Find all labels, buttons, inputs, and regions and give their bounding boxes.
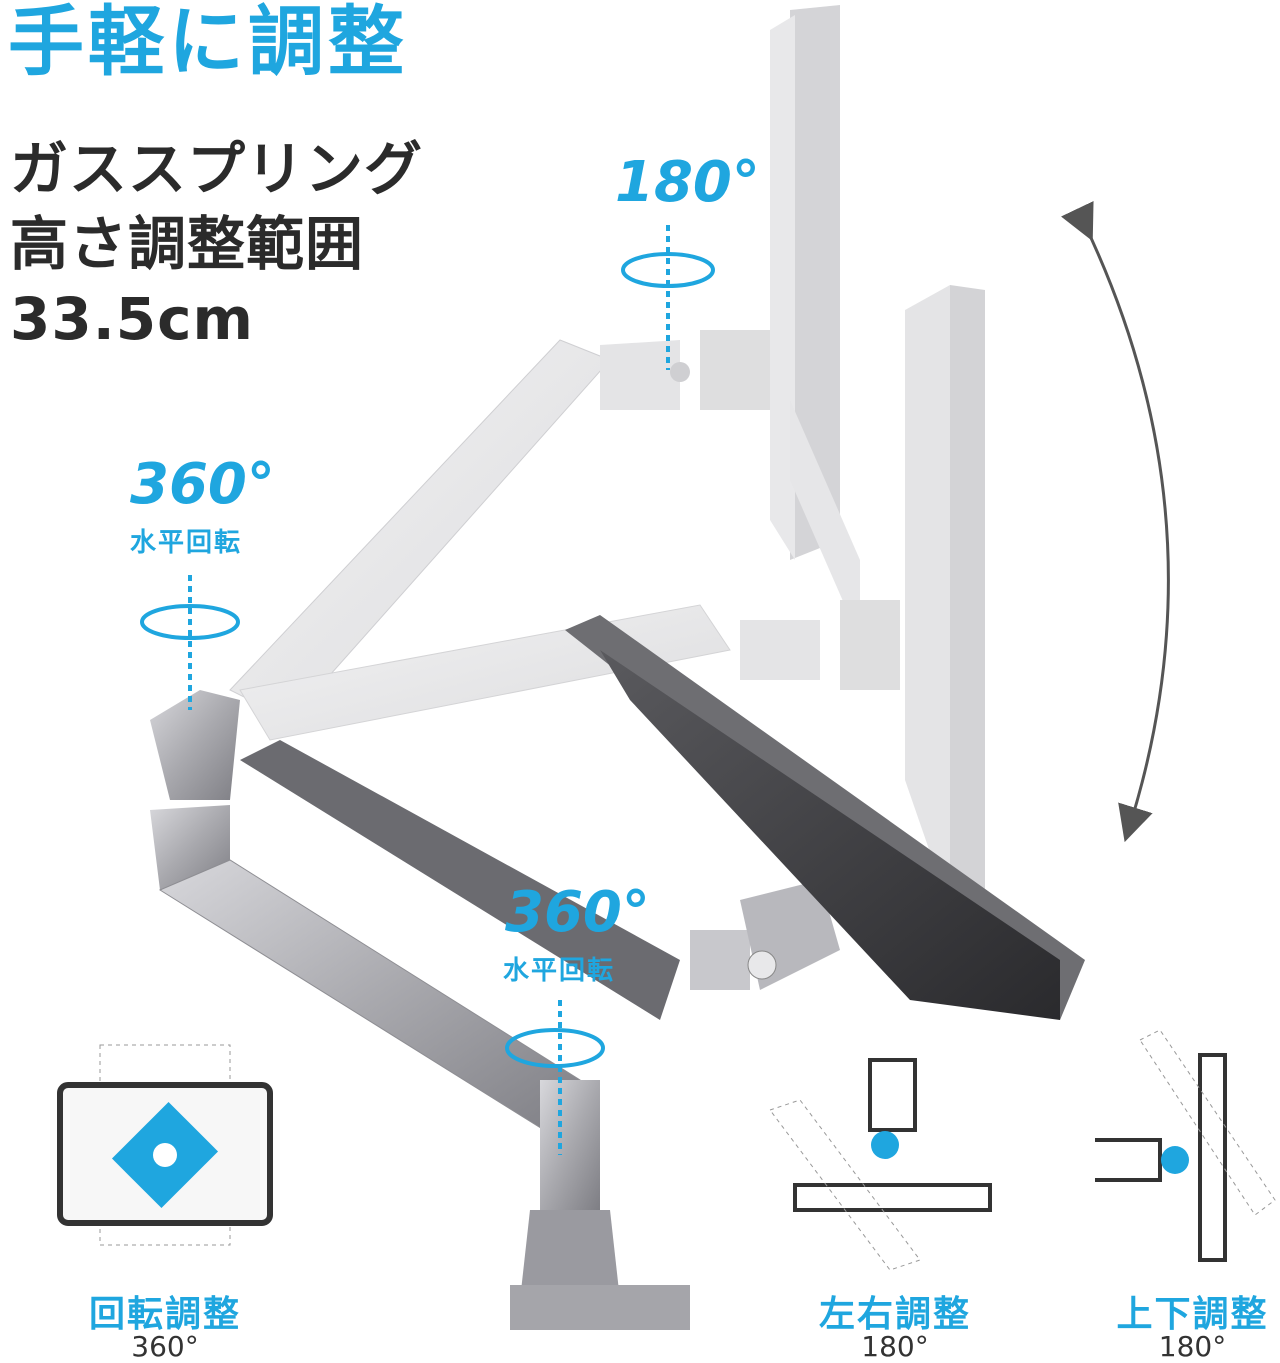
rotation-indicator-top <box>621 225 715 370</box>
feature-rotate-value: 360° <box>131 1330 199 1363</box>
height-arc-arrow <box>1061 201 1170 843</box>
ghost-arm-upper <box>229 330 770 721</box>
top-rotation-label: 180° <box>615 150 760 215</box>
feature-lateral-value: 180° <box>861 1330 929 1363</box>
mid-rotation-sub: 水平回転 <box>503 956 616 986</box>
ghost-monitor-middle <box>905 285 985 910</box>
feature-vertical-value: 180° <box>1158 1330 1227 1363</box>
feature-height-range-label: 高さ調整範囲 <box>10 210 365 278</box>
feature-height-range-value: 33.5cm <box>10 285 254 353</box>
rotation-indicator-middle <box>505 1000 605 1155</box>
monitor-dark <box>565 615 1085 1020</box>
feature-lateral-title: 左右調整 <box>818 1294 971 1335</box>
rotation-adjust-icon <box>57 1044 273 1246</box>
lateral-adjust-icon <box>769 1058 992 1271</box>
vertical-adjust-icon <box>1095 1029 1276 1262</box>
page-title: 手軽に調整 <box>8 0 408 86</box>
feature-rotate-title: 回転調整 <box>88 1294 241 1335</box>
left-rotation-sub: 水平回転 <box>130 528 243 558</box>
feature-gas-spring: ガススプリング <box>10 135 424 203</box>
ghost-monitor-upper <box>770 5 860 640</box>
rotation-indicator-left <box>140 575 240 710</box>
feature-vertical-title: 上下調整 <box>1116 1294 1269 1335</box>
monitor-arm-solid <box>150 690 840 1330</box>
mid-rotation-label: 360° <box>505 880 650 945</box>
left-rotation-label: 360° <box>130 452 275 517</box>
